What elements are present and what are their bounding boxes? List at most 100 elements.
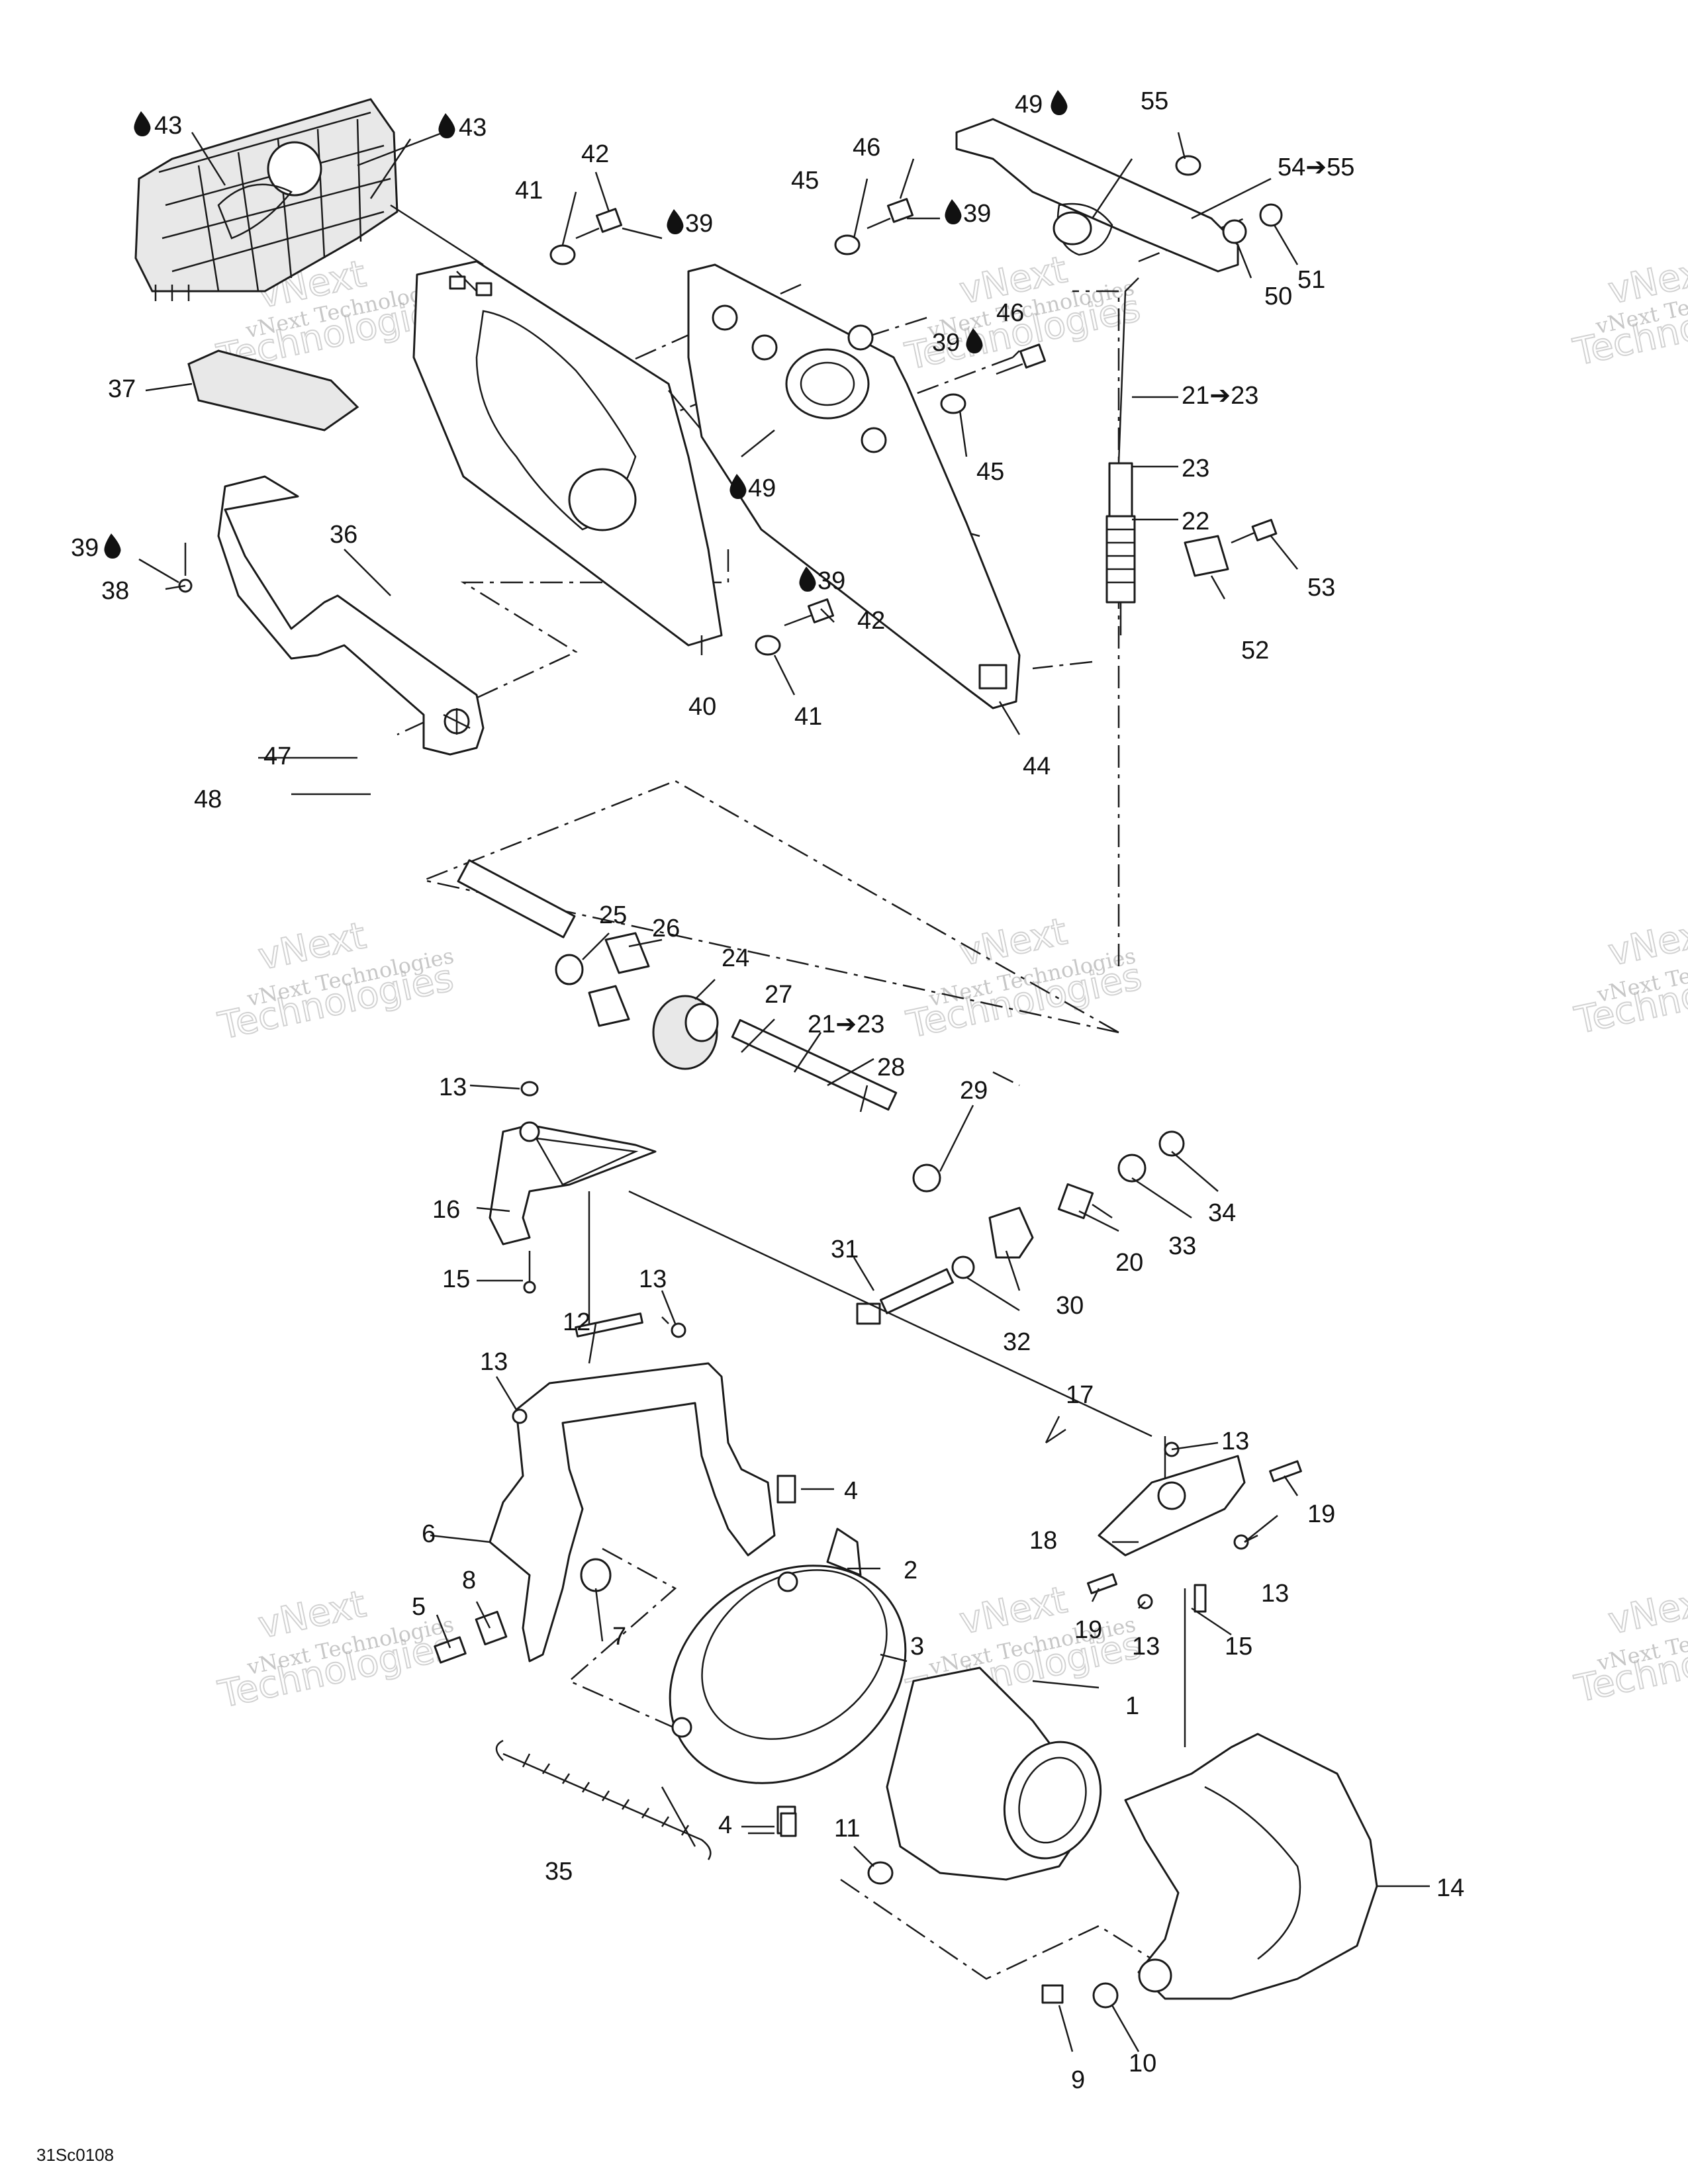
watermark-mid-left: vNext Technologies vNext Technologies <box>214 913 457 1048</box>
callout-10: 10 <box>1129 2050 1156 2077</box>
callout-39-top-a: 39 <box>685 210 713 238</box>
drop-icon <box>966 328 983 353</box>
drop-icon <box>1051 90 1068 115</box>
callout-31: 31 <box>831 1236 859 1263</box>
part-1-nozzle <box>886 1666 1102 1881</box>
callout-37: 37 <box>108 375 136 403</box>
watermark-low-right: vNext Technologies vNext Technologies <box>1570 1578 1688 1711</box>
callout-3: 3 <box>910 1633 924 1661</box>
hardware-lower <box>434 1081 1302 1885</box>
callout-13-c: 13 <box>480 1348 508 1376</box>
callout-46-mid: 46 <box>996 299 1024 327</box>
callout-15-b: 15 <box>1225 1633 1252 1661</box>
callout-52: 52 <box>1241 637 1269 664</box>
part-37-pad <box>187 349 359 432</box>
callout-8: 8 <box>462 1567 476 1594</box>
diagram-code: 31Sc0108 <box>36 2145 114 2165</box>
part-54-arm <box>955 118 1239 273</box>
callout-7: 7 <box>612 1623 626 1651</box>
watermarks: vNext Technologies vNext Technologies vN… <box>212 248 1688 1717</box>
callout-44: 44 <box>1023 752 1051 780</box>
callout-4-bottom: 4 <box>718 1811 732 1839</box>
callout-labels: 1 2 3 4 4 5 6 7 8 9 10 11 12 13 13 13 13… <box>71 87 1464 2094</box>
callout-55: 55 <box>1141 87 1168 115</box>
part-6-frame <box>489 1362 776 1662</box>
callout-46-top: 46 <box>853 134 880 161</box>
watermark-top-right: vNext Technologies vNext Technologies <box>1569 248 1688 375</box>
callout-5: 5 <box>412 1593 426 1621</box>
callout-39-low: 39 <box>818 567 845 595</box>
drop-icon <box>799 567 816 592</box>
part-14-gate <box>1041 1733 1378 2009</box>
callout-13-d: 13 <box>1221 1428 1249 1455</box>
callout-34: 34 <box>1208 1199 1236 1227</box>
callout-26: 26 <box>652 915 680 942</box>
callout-47: 47 <box>263 743 291 770</box>
callout-39-mid: 39 <box>932 329 960 357</box>
callout-17: 17 <box>1066 1381 1094 1409</box>
watermark-mid-right: vNext Technologies vNext Technologies <box>1570 909 1688 1043</box>
callout-54: 54➔55 <box>1278 154 1354 181</box>
callout-36: 36 <box>330 521 357 549</box>
callout-49-top: 49 <box>1015 91 1043 118</box>
callout-13-a: 13 <box>439 1073 467 1101</box>
drop-icon <box>438 113 455 138</box>
callout-20: 20 <box>1115 1249 1143 1277</box>
hardware-top <box>178 155 1283 656</box>
part-21-cable <box>1105 277 1278 635</box>
part-35-spring <box>495 1739 712 1860</box>
callout-13-f: 13 <box>1132 1633 1160 1661</box>
callout-13-e: 13 <box>1261 1580 1289 1608</box>
watermark-mid-center: vNext Technologies vNext Technologies <box>902 909 1146 1048</box>
callout-48: 48 <box>194 786 222 813</box>
assembly-lines <box>397 217 1245 1980</box>
callout-16: 16 <box>432 1196 460 1224</box>
drop-icon <box>945 199 962 224</box>
callout-28: 28 <box>877 1054 905 1081</box>
callout-14: 14 <box>1436 1874 1464 1902</box>
callout-12: 12 <box>563 1308 590 1336</box>
callout-50: 50 <box>1264 283 1292 310</box>
callout-33: 33 <box>1168 1232 1196 1260</box>
lubricant-drop-icons <box>104 90 1068 592</box>
drop-icon <box>667 209 684 234</box>
leader-lines <box>138 131 1430 2052</box>
callout-41-low: 41 <box>794 703 822 731</box>
callout-21-top: 21➔23 <box>1182 382 1258 410</box>
callout-18: 18 <box>1029 1527 1057 1555</box>
callout-30: 30 <box>1056 1292 1084 1320</box>
callout-39-left: 39 <box>71 534 99 562</box>
middle-shaft-assembly <box>457 859 1185 1325</box>
part-18-bracket <box>1098 1436 1246 1557</box>
callout-45-top: 45 <box>791 167 819 195</box>
callout-6: 6 <box>422 1520 436 1548</box>
callout-19-b: 19 <box>1074 1616 1102 1644</box>
callout-25: 25 <box>599 901 627 929</box>
part-16-bracket <box>489 1121 657 1294</box>
part-36-bracket <box>217 475 485 756</box>
drop-icon <box>104 533 121 559</box>
callout-41-top: 41 <box>515 177 543 205</box>
callout-42-top: 42 <box>581 140 609 168</box>
callout-29: 29 <box>960 1077 988 1105</box>
part-44-plate <box>687 263 1021 709</box>
drop-icon <box>134 111 151 136</box>
callout-40: 40 <box>688 693 716 721</box>
callout-43-right: 43 <box>459 114 487 142</box>
watermark-low-left: vNext Technologies vNext Technologies <box>214 1582 457 1717</box>
callout-13-b: 13 <box>639 1265 667 1293</box>
callout-27: 27 <box>765 981 792 1009</box>
callout-23: 23 <box>1182 455 1209 482</box>
callout-39-top-b: 39 <box>963 200 991 228</box>
callout-45-mid: 45 <box>976 458 1004 486</box>
callout-49-mid: 49 <box>748 475 776 502</box>
callout-15-a: 15 <box>442 1265 470 1293</box>
callout-11: 11 <box>834 1815 860 1843</box>
callout-53: 53 <box>1307 574 1335 602</box>
drop-icon <box>729 474 747 499</box>
callout-1: 1 <box>1125 1692 1139 1720</box>
callout-19-a: 19 <box>1307 1500 1335 1528</box>
callout-42-low: 42 <box>857 607 885 635</box>
callout-2: 2 <box>904 1557 917 1584</box>
